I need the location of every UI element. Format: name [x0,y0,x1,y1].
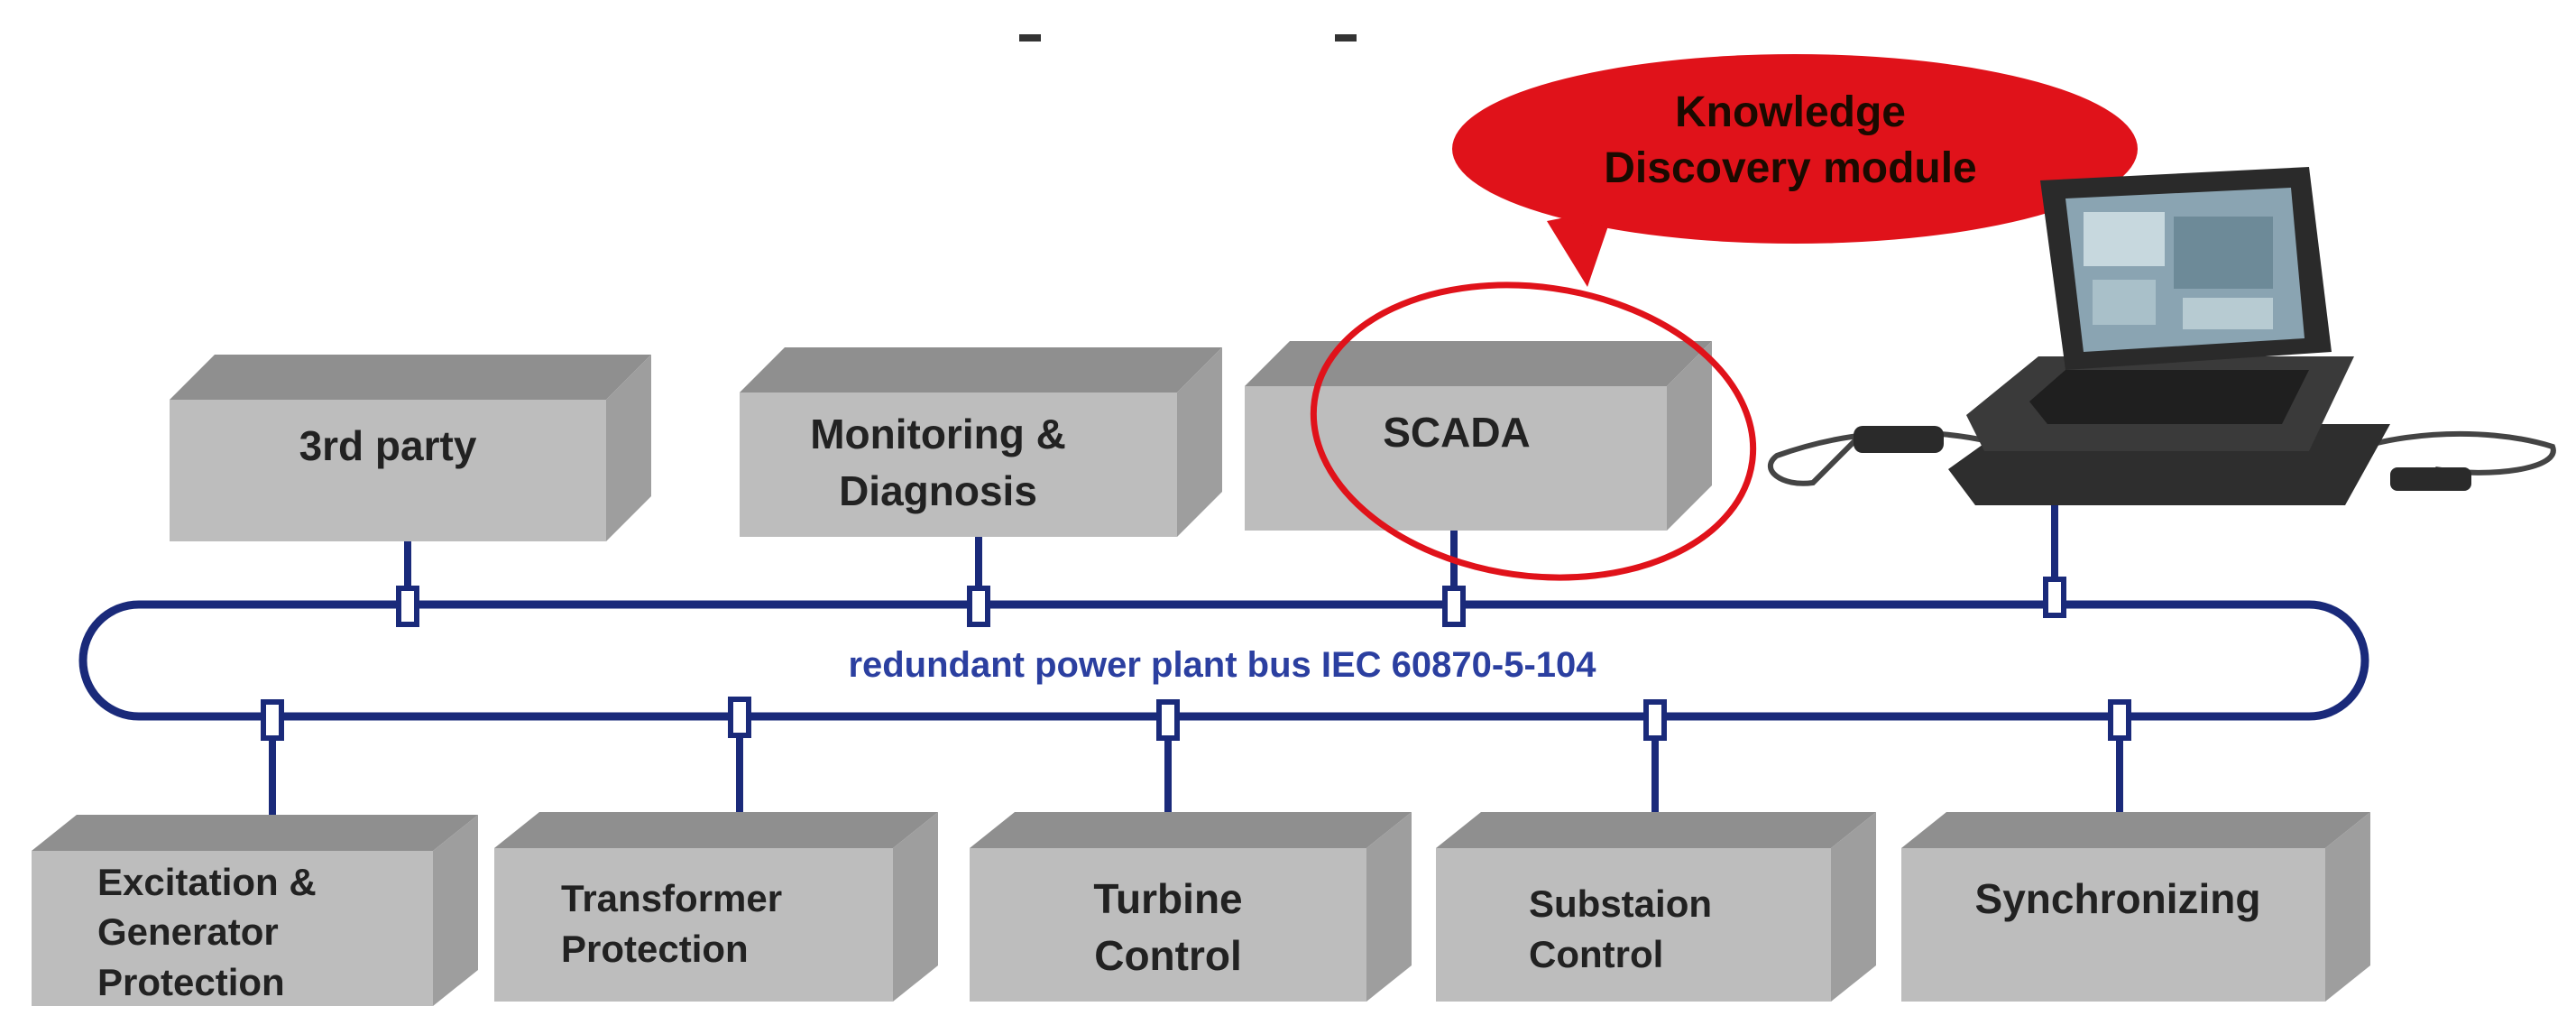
bus-connector [396,586,419,627]
third-party-label: 3rd party [299,422,477,469]
turbine-label-line1: Turbine [1093,875,1242,922]
bus-connector [2043,577,2066,618]
box-transformer-protection: Transformer Protection [494,812,938,1002]
box-excitation-generator-protection: Excitation & Generator Protection [32,815,478,1006]
power-plant-bus [78,600,2369,721]
turbine-label-line2: Control [1094,932,1242,979]
scada-label: SCADA [1383,409,1531,456]
bus-connector [967,586,990,627]
excitation-label-line2: Generator [97,910,279,953]
callout-line1: Knowledge [1675,88,1906,136]
transformer-label-line1: Transformer [561,877,782,919]
box-monitoring-diagnosis: Monitoring & Diagnosis [740,347,1222,537]
substation-label-line1: Substaion [1529,882,1712,925]
bus-connector [1442,586,1466,627]
box-synchronizing: Synchronizing [1901,812,2370,1002]
monitoring-label-line1: Monitoring & [810,411,1066,457]
bus-connector [728,697,751,738]
box-turbine-control: Turbine Control [970,812,1412,1002]
knowledge-discovery-callout: Knowledge Discovery module [1452,54,2138,287]
bus-label: redundant power plant bus IEC 60870-5-10… [848,645,1596,685]
bus-connector [1643,699,1667,741]
synchronizing-label: Synchronizing [1975,875,2261,922]
bus-connector [2108,699,2131,741]
excitation-label-line1: Excitation & [97,861,317,903]
scada-highlight-ellipse [1310,282,1757,581]
box-substation-control: Substaion Control [1436,812,1876,1002]
bus-connector [1156,699,1180,741]
bus-connector [261,699,284,741]
substation-label-line2: Control [1529,933,1663,975]
box-third-party: 3rd party [170,355,651,541]
laptop-icon [1768,167,2556,505]
excitation-label-line3: Protection [97,961,285,1003]
artifact-mark [1335,34,1357,42]
monitoring-label-line2: Diagnosis [839,467,1037,514]
transformer-label-line2: Protection [561,928,749,970]
callout-line2: Discovery module [1604,144,1976,192]
artifact-mark [1019,34,1041,42]
